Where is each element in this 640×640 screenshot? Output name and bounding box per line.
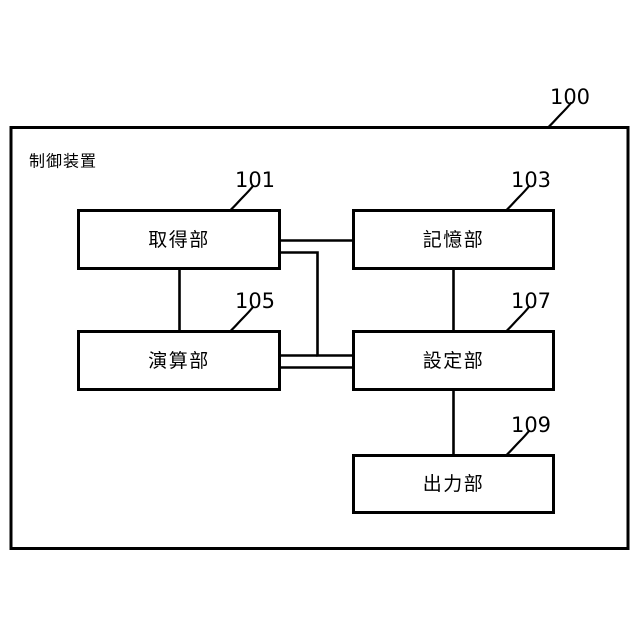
leader-line-101: [228, 184, 255, 212]
system-frame-label: 制御装置: [29, 152, 97, 171]
ref-number-105: 105: [235, 289, 275, 313]
system-frame: [9, 126, 630, 550]
leader-line-109: [504, 429, 531, 457]
ref-number-109: 109: [511, 413, 551, 437]
block-computation-label: 演算部: [148, 350, 210, 372]
block-acquisition-label: 取得部: [148, 229, 210, 251]
leader-line-103: [504, 184, 531, 212]
block-computation[interactable]: [77, 330, 281, 391]
ref-number-101: 101: [235, 168, 275, 192]
block-setting-label: 設定部: [423, 350, 485, 372]
block-storage[interactable]: [352, 209, 555, 270]
block-output[interactable]: [352, 454, 555, 514]
block-output-label: 出力部: [423, 473, 485, 495]
ref-number-100: 100: [550, 85, 590, 109]
block-storage-label: 記憶部: [423, 229, 485, 251]
ref-number-107: 107: [511, 289, 551, 313]
leader-line-100: [546, 101, 573, 129]
connector-acquisition-to-setting: [280, 251, 353, 357]
block-setting[interactable]: [352, 330, 555, 391]
ref-number-103: 103: [511, 168, 551, 192]
leader-line-107: [504, 305, 531, 333]
leader-line-105: [228, 305, 255, 333]
block-acquisition[interactable]: [77, 209, 281, 270]
